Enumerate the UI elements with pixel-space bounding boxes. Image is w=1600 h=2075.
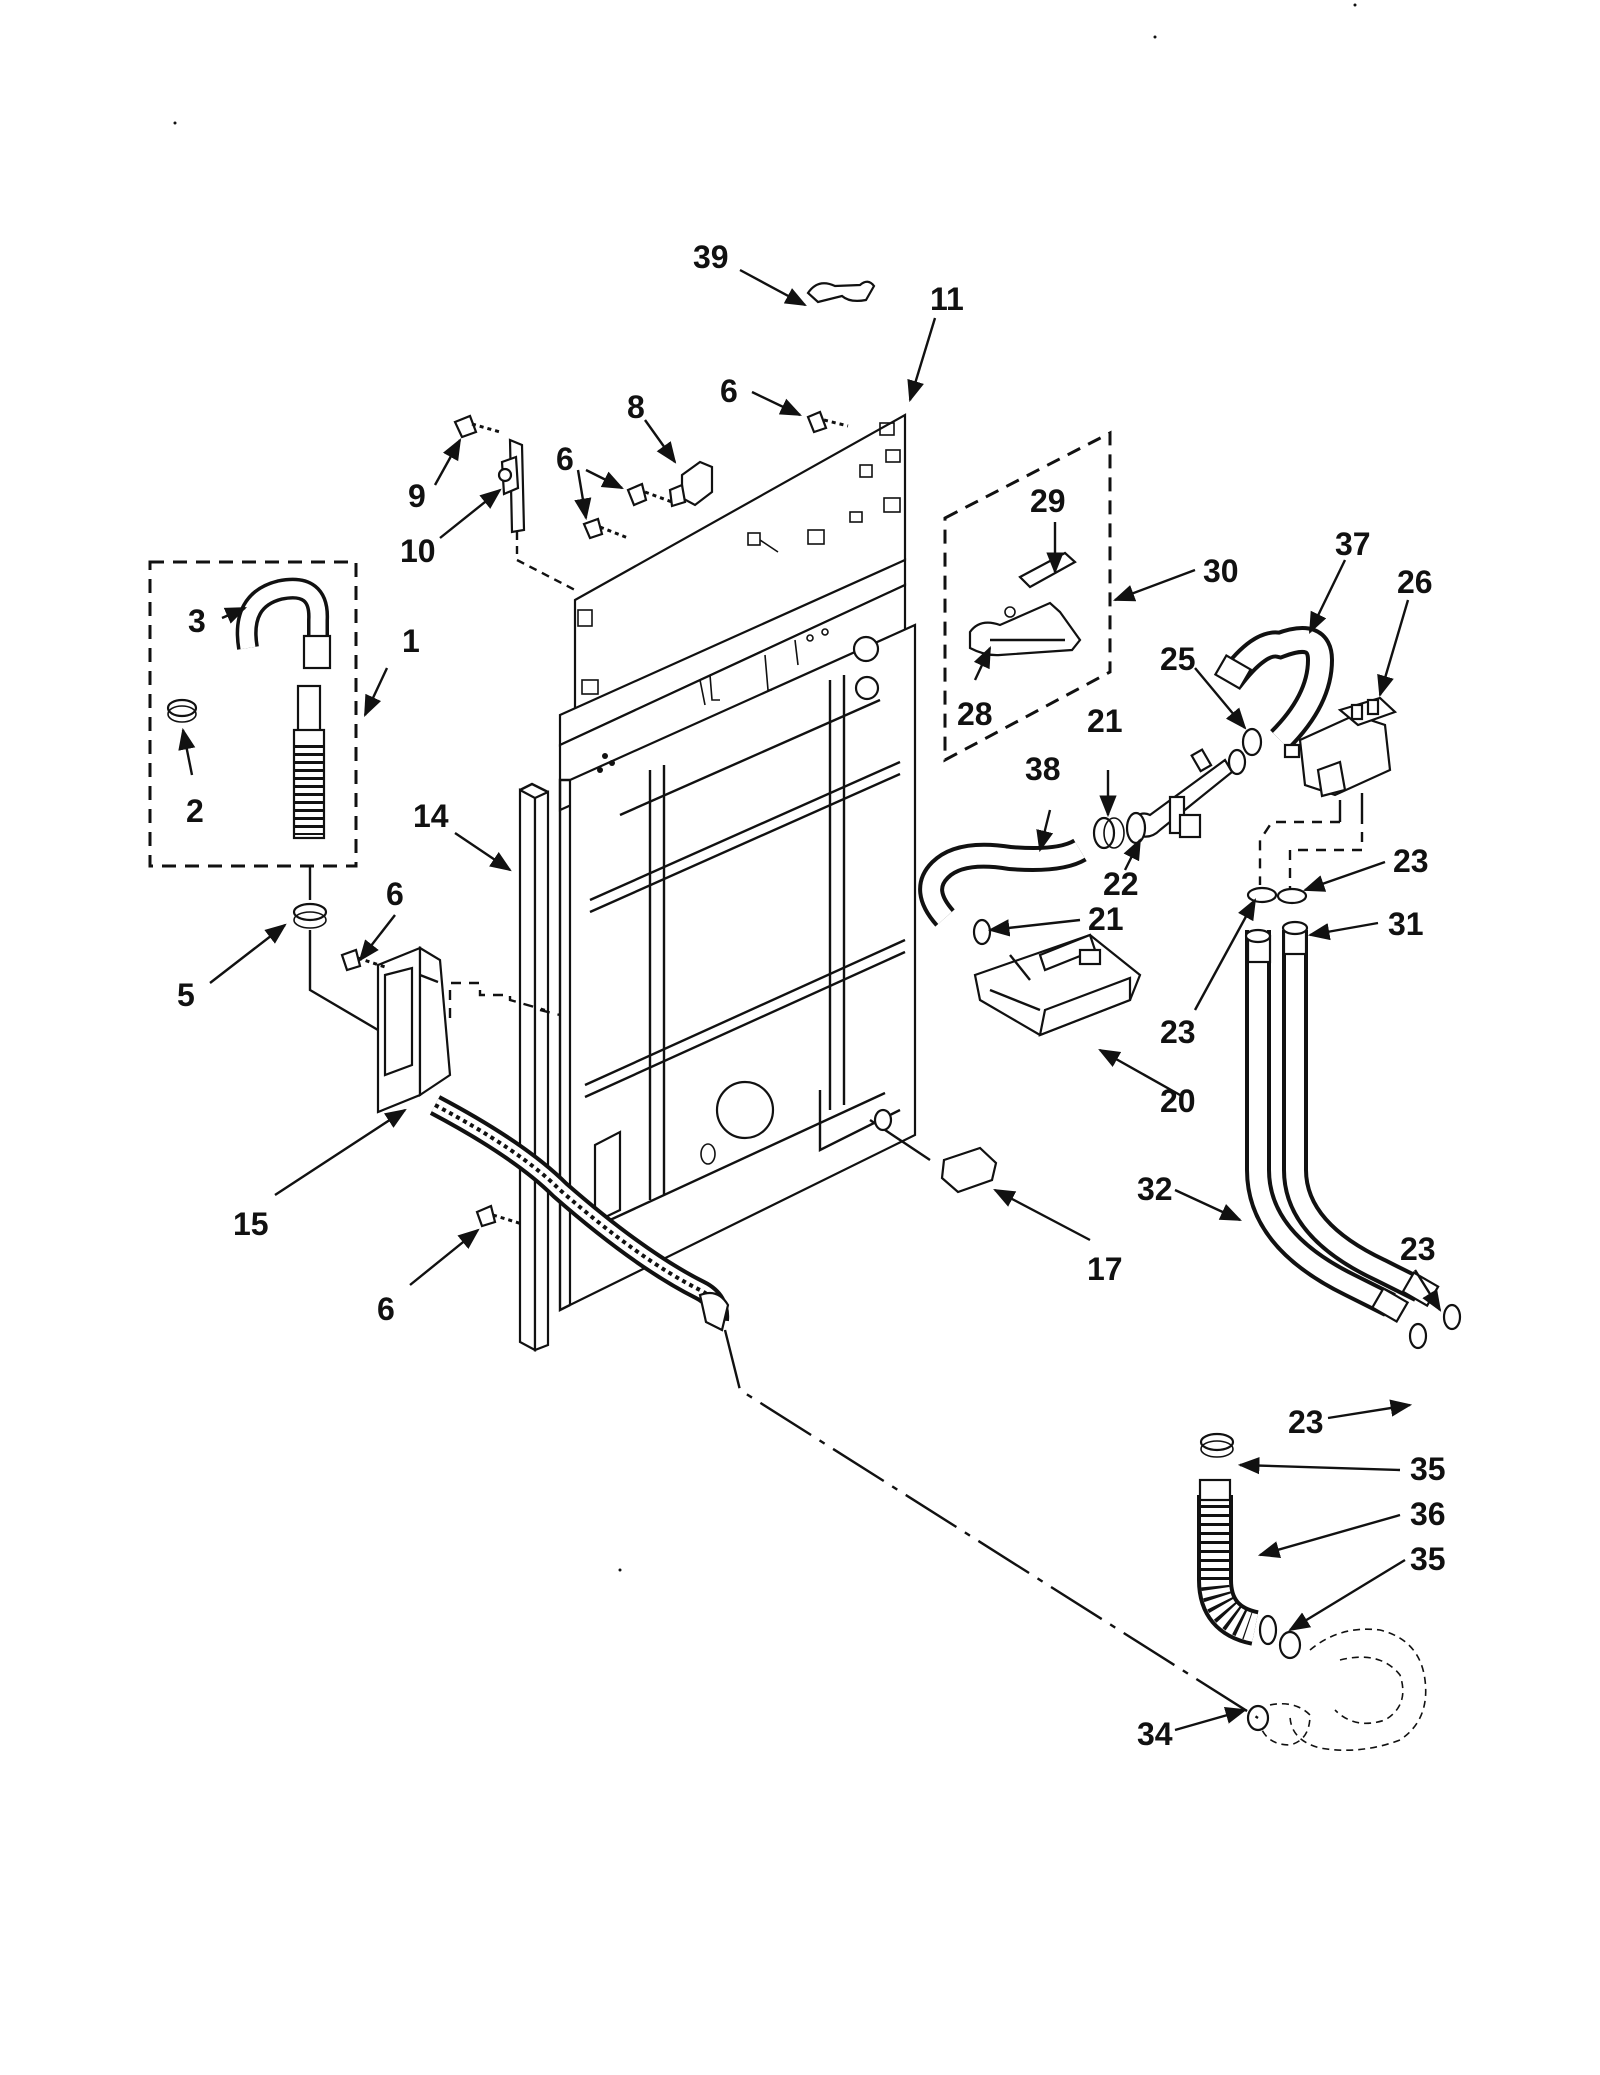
inlet-hose-37 — [1213, 626, 1335, 750]
callout-labels: 39 11 6 8 6 9 10 29 30 37 26 3 1 2 25 28… — [177, 239, 1446, 1752]
callout-10: 10 — [400, 533, 436, 569]
callout-1: 1 — [402, 623, 420, 659]
drain-hose — [429, 1095, 730, 1332]
fitting-22 — [972, 727, 1263, 946]
callout-30: 30 — [1203, 553, 1239, 589]
callout-38: 38 — [1025, 751, 1061, 787]
callout-21: 21 — [1087, 703, 1123, 739]
callout-22: 22 — [1103, 866, 1139, 902]
callout-23: 23 — [1393, 843, 1429, 879]
callout-11: 11 — [930, 281, 964, 317]
callout-21: 21 — [1088, 901, 1124, 937]
clip-17 — [940, 1146, 998, 1194]
callout-34: 34 — [1137, 1716, 1173, 1752]
callout-14: 14 — [413, 798, 449, 834]
callout-15: 15 — [233, 1206, 269, 1242]
dispenser-20 — [973, 933, 1142, 1037]
screws — [340, 410, 849, 1228]
callout-6: 6 — [720, 373, 738, 409]
clip-39 — [806, 280, 876, 304]
callout-37: 37 — [1335, 526, 1371, 562]
callout-35: 35 — [1410, 1541, 1446, 1577]
callout-17: 17 — [1087, 1251, 1123, 1287]
callout-25: 25 — [1160, 641, 1196, 677]
callout-31: 31 — [1388, 906, 1424, 942]
callout-39: 39 — [693, 239, 729, 275]
callout-29: 29 — [1030, 483, 1066, 519]
callout-23: 23 — [1400, 1231, 1436, 1267]
callout-35: 35 — [1410, 1451, 1446, 1487]
fill-hoses — [1244, 814, 1462, 1350]
callout-6: 6 — [377, 1291, 395, 1327]
callout-2: 2 — [186, 793, 204, 829]
bracket-10 — [497, 438, 576, 592]
callout-20: 20 — [1160, 1083, 1196, 1119]
rear-panel — [558, 413, 917, 1312]
callout-3: 3 — [188, 603, 206, 639]
leader-arrows — [178, 268, 1442, 1732]
callout-6: 6 — [386, 876, 404, 912]
callout-23: 23 — [1160, 1014, 1196, 1050]
drain-box — [376, 946, 452, 1114]
side-strip — [518, 782, 550, 1352]
callout-26: 26 — [1397, 564, 1433, 600]
callout-8: 8 — [627, 389, 645, 425]
drain-hose-kit — [148, 560, 379, 1032]
callout-23: 23 — [1288, 1404, 1324, 1440]
callout-28: 28 — [957, 696, 993, 732]
callout-5: 5 — [177, 977, 195, 1013]
bracket-8 — [668, 460, 714, 508]
callout-32: 32 — [1137, 1171, 1173, 1207]
water-valve-26 — [1283, 696, 1398, 822]
callout-9: 9 — [408, 478, 426, 514]
pump-hose — [1197, 1432, 1427, 1752]
callout-6: 6 — [556, 441, 574, 477]
callout-36: 36 — [1410, 1496, 1446, 1532]
